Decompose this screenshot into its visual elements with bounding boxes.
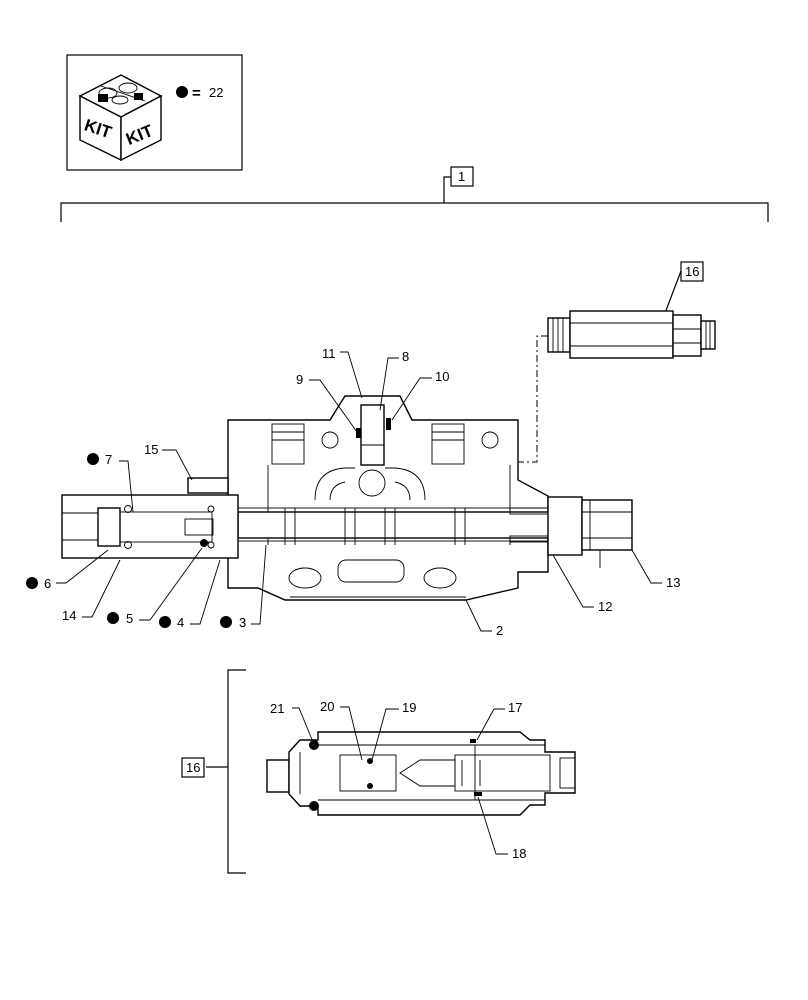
assembly-label-16: 16 xyxy=(186,760,200,775)
callout-8: 8 xyxy=(402,349,409,364)
relief-valve-assembly: 16 xyxy=(515,261,716,463)
callout-6: 6 xyxy=(44,576,51,591)
callout-13: 13 xyxy=(666,575,680,590)
plug-15 xyxy=(187,477,229,494)
callout-18: 18 xyxy=(512,846,526,861)
assembly-label-box-16 xyxy=(181,757,205,778)
callout-17: 17 xyxy=(508,700,522,715)
main-callouts: 11 8 9 10 15 7 6 14 5 4 3 2 12 13 xyxy=(26,346,680,638)
callout-10: 10 xyxy=(435,369,449,384)
callout-9: 9 xyxy=(296,372,303,387)
assembly-bracket-1: 1 xyxy=(60,166,769,222)
right-end-cap xyxy=(547,496,633,568)
callout-4: 4 xyxy=(177,615,184,630)
spool xyxy=(237,507,569,545)
callout-20: 20 xyxy=(320,699,334,714)
kit-dot-7 xyxy=(87,453,99,465)
kit-legend-frame xyxy=(66,54,243,171)
callout-19: 19 xyxy=(402,700,416,715)
left-end-cap xyxy=(61,494,239,559)
callout-3: 3 xyxy=(239,615,246,630)
kit-dot-5 xyxy=(107,612,119,624)
kit-box-icon: KIT KIT xyxy=(78,74,163,162)
kit-dot-3 xyxy=(220,616,232,628)
callout-14: 14 xyxy=(62,608,76,623)
callout-11: 11 xyxy=(322,346,336,361)
control-valve-section xyxy=(61,395,633,601)
callout-12: 12 xyxy=(598,599,612,614)
detail-callouts: 21 20 19 17 18 xyxy=(270,699,526,861)
legend-value: 22 xyxy=(209,85,223,100)
kit-dot-6 xyxy=(26,577,38,589)
callout-15: 15 xyxy=(144,442,158,457)
check-poppet xyxy=(360,404,385,466)
kit-legend: KIT KIT = 22 xyxy=(66,54,243,171)
callout-2: 2 xyxy=(496,623,503,638)
legend-equals: = xyxy=(192,85,201,102)
assembly-label-1: 1 xyxy=(458,169,465,184)
callout-16-top: 16 xyxy=(685,264,699,279)
callout-5: 5 xyxy=(126,611,133,626)
black-dot-icon xyxy=(176,86,188,98)
callout-7: 7 xyxy=(105,452,112,467)
kit-dot-4 xyxy=(159,616,171,628)
callout-21: 21 xyxy=(270,701,284,716)
